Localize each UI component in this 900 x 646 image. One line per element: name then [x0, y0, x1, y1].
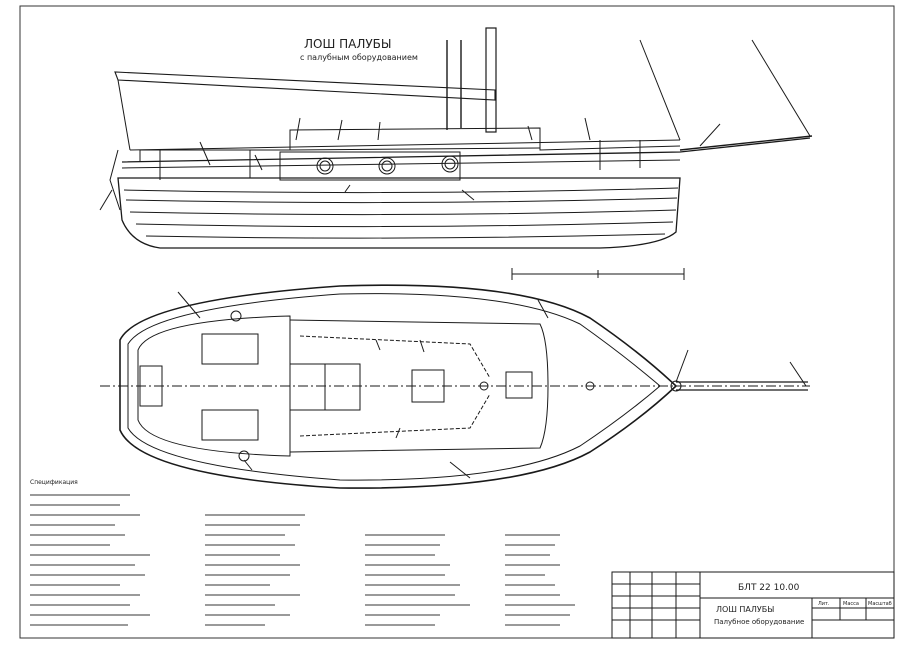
- stamp-code: БЛТ 22 10.00: [738, 583, 800, 593]
- title-block: [611, 571, 895, 639]
- legend-heading: Спецификация: [30, 479, 78, 486]
- side-view: [99, 27, 813, 249]
- stamp-title-1: ЛОШ ПАЛУБЫ: [716, 605, 774, 614]
- stamp-col-scale: Масштаб: [868, 601, 892, 607]
- drawing-title: ЛОШ ПАЛУБЫ: [304, 37, 392, 51]
- sheet-border: [19, 5, 895, 639]
- stamp-col-lit: Лит.: [818, 601, 830, 607]
- plan-view: [100, 284, 810, 489]
- legend-text-lines: [30, 494, 575, 626]
- drawing-subtitle: с палубным оборудованием: [300, 53, 418, 62]
- scale-bar: [511, 268, 685, 280]
- stamp-col-mass: Масса: [843, 601, 859, 607]
- stamp-title-2: Палубное оборудование: [714, 618, 804, 626]
